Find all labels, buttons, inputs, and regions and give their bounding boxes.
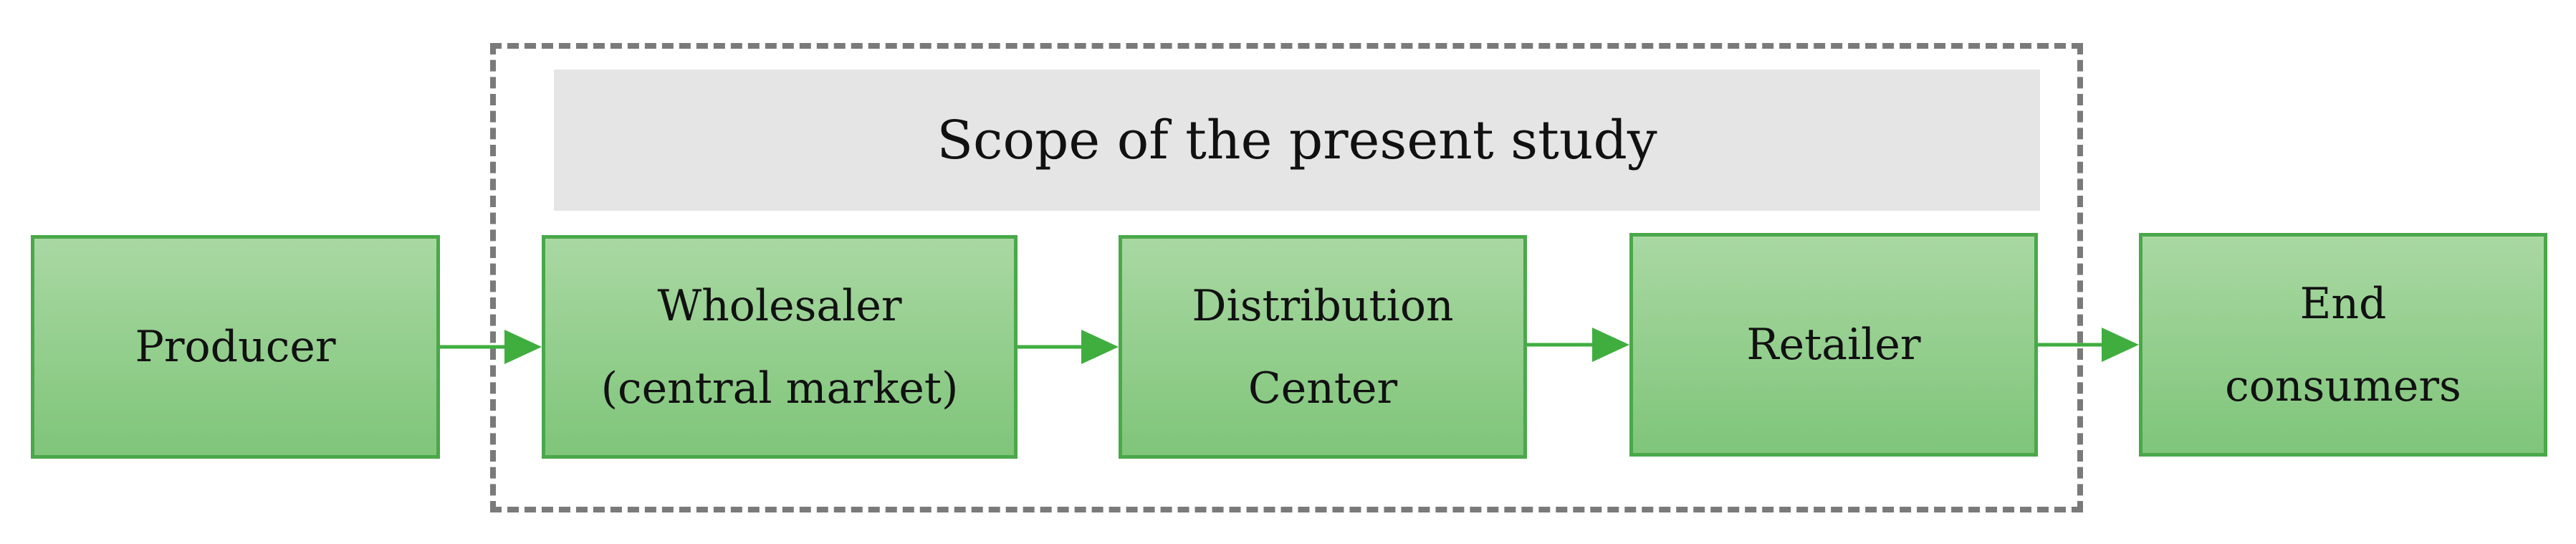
scope-boundary [490,43,2083,512]
arrow-wholesaler-to-distribution [1018,330,1119,364]
node-label: Producer [135,322,336,372]
node-label: consumers [2225,361,2461,411]
arrow-retailer-to-end-consumers [2038,328,2139,362]
node-label: (central market) [600,363,959,414]
node-distribution-center: Distribution Center [1119,235,1527,459]
node-retailer: Retailer [1629,233,2038,457]
scope-banner: Scope of the present study [554,70,2040,211]
arrow-distribution-to-retailer [1527,328,1629,362]
arrow-producer-to-wholesaler [440,330,542,364]
node-label: Retailer [1746,320,1921,370]
node-label: Distribution [1192,280,1454,331]
node-producer: Producer [31,235,440,459]
node-label: End [2299,278,2387,329]
node-label: Wholesaler [657,280,902,331]
node-wholesaler: Wholesaler (central market) [542,235,1018,459]
node-label: Center [1248,363,1398,414]
scope-label: Scope of the present study [937,109,1657,171]
node-end-consumers: End consumers [2139,233,2547,457]
